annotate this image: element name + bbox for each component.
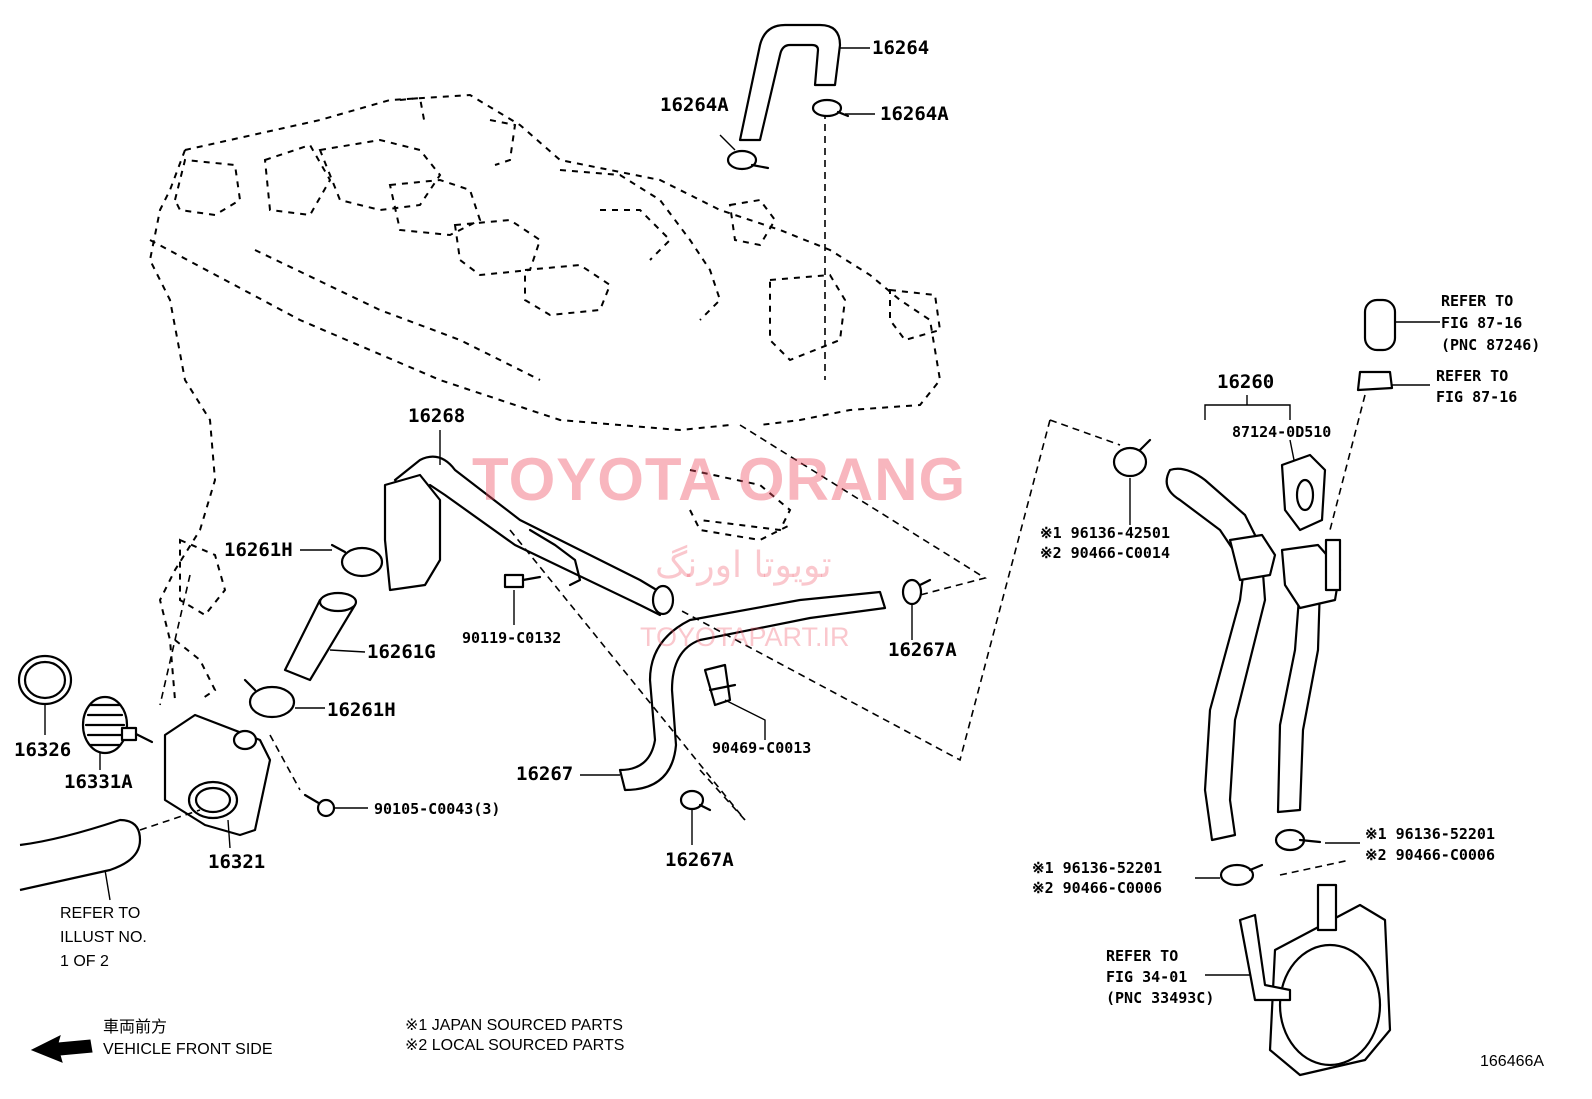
clamp-96136-42501 <box>1112 438 1152 478</box>
ref-87246-line2: FIG 87-16 <box>1441 314 1523 332</box>
label-16267: 16267 <box>516 763 574 785</box>
bolt-90119 <box>503 573 542 589</box>
label-16321: 16321 <box>208 851 266 873</box>
label-16268: 16268 <box>408 405 466 427</box>
ref-87246-line1: REFER TO <box>1441 292 1514 310</box>
note-local-sourced: ※2 LOCAL SOURCED PARTS <box>405 1037 625 1054</box>
label-16264a-right: 16264A <box>880 103 949 125</box>
ref-illust-line1: REFER TO <box>60 905 141 922</box>
leader-16321 <box>227 819 231 849</box>
hose-refer-illust <box>19 818 142 901</box>
ref-3401-line1: REFER TO <box>1106 947 1179 965</box>
clamp-16261h-top <box>330 543 384 578</box>
hose-16260 <box>1165 467 1342 842</box>
label-16267a-bottom: 16267A <box>665 849 734 871</box>
hose-16267 <box>618 590 887 792</box>
bracket-16260 <box>1204 404 1291 420</box>
label-clamp-top-1: ※1 96136-42501 <box>1040 524 1170 542</box>
watermark-brand: TOYOTA ORANG <box>472 446 967 513</box>
clamp-96136-52201-right <box>1274 828 1322 852</box>
label-clamp-mid-2: ※2 90466-C0006 <box>1365 846 1495 864</box>
diagram-code: 166466A <box>1480 1053 1545 1070</box>
label-16331a: 16331A <box>64 771 133 793</box>
hose-16264 <box>738 23 842 142</box>
leader-16261g <box>329 649 366 653</box>
arrow-left-icon <box>30 1035 93 1063</box>
watermark-site: TOYOTAPART.IR <box>640 622 850 652</box>
clamp-16267a-top <box>901 578 932 606</box>
label-90469: 90469-C0013 <box>712 739 812 757</box>
bracket-87124 <box>1280 453 1327 532</box>
pipe-16268 <box>383 455 675 617</box>
clip-90469 <box>703 663 737 707</box>
label-16264a-left: 16264A <box>660 94 729 116</box>
label-clamp-mid-1: ※1 96136-52201 <box>1365 825 1495 843</box>
front-side-en: VEHICLE FRONT SIDE <box>103 1041 273 1058</box>
ref-87246-line3: (PNC 87246) <box>1441 336 1541 354</box>
clip-refer-8716 <box>1356 370 1394 392</box>
label-90119: 90119-C0132 <box>462 629 562 647</box>
watermark-brand-fa: تویوتا اورنگ <box>655 545 832 586</box>
ref-8716-line2: FIG 87-16 <box>1436 388 1518 406</box>
label-16267a-top: 16267A <box>888 639 957 661</box>
ref-8716-line1: REFER TO <box>1436 367 1509 385</box>
clamp-16264a-right <box>811 98 850 118</box>
label-clamp-low-1: ※1 96136-52201 <box>1032 859 1162 877</box>
clamp-96136-52201-left <box>1219 863 1264 887</box>
label-90105: 90105-C0043(3) <box>374 800 501 818</box>
note-japan-sourced: ※1 JAPAN SOURCED PARTS <box>405 1017 623 1034</box>
clamp-16264a-left <box>726 149 770 171</box>
ref-illust-line3: 1 OF 2 <box>60 953 109 970</box>
clamp-16261h-bottom <box>243 678 296 719</box>
housing-16321 <box>163 713 272 837</box>
label-16326: 16326 <box>14 739 72 761</box>
label-16261h-bottom: 16261H <box>327 699 396 721</box>
ref-3401-line3: (PNC 33493C) <box>1106 989 1215 1007</box>
thermostat-16331a <box>81 695 154 755</box>
label-16261h-top: 16261H <box>224 539 293 561</box>
ref-illust-line2: ILLUST NO. <box>60 929 147 946</box>
connection-lines <box>139 394 1366 876</box>
leader-16264a-left <box>719 134 736 151</box>
bolt-90105 <box>303 793 336 818</box>
label-clamp-top-2: ※2 90466-C0014 <box>1040 544 1170 562</box>
front-side-jp: 車両前方 <box>103 1019 168 1036</box>
hose-16261g <box>283 591 358 682</box>
clamp-16267a-bottom <box>679 789 712 812</box>
label-16260: 16260 <box>1217 371 1275 393</box>
label-16261g: 16261G <box>367 641 436 663</box>
label-16264: 16264 <box>872 37 930 59</box>
engine-block-outline <box>148 93 942 701</box>
hose-refer-87246 <box>1363 298 1397 352</box>
label-clamp-low-2: ※2 90466-C0006 <box>1032 879 1162 897</box>
label-87124: 87124-0D510 <box>1232 423 1332 441</box>
ref-3401-line2: FIG 34-01 <box>1106 968 1188 986</box>
leader-90469 <box>724 699 766 740</box>
gasket-16326 <box>17 654 73 706</box>
oil-cooler <box>1238 883 1392 1077</box>
